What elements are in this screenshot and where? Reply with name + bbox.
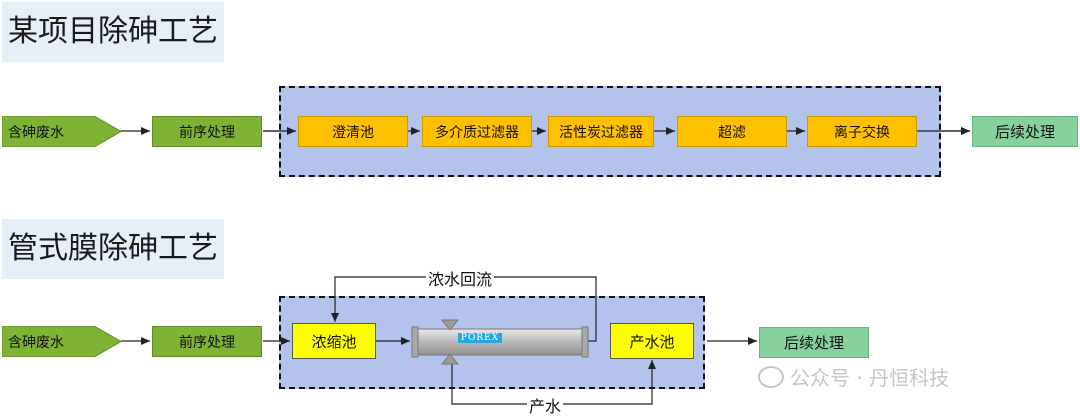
wechat-icon (758, 365, 784, 388)
input-label-2: 含砷废水 (8, 334, 64, 351)
section2-title: 管式膜除砷工艺 (2, 219, 224, 279)
input-wastewater-2: 含砷废水 (1, 325, 123, 358)
output-box-2: 后续处理 (759, 327, 869, 358)
product-water-tank: 产水池 (610, 323, 694, 359)
watermark-text: 公众号 · 丹恒科技 (790, 366, 950, 390)
input-arrow-shape-2 (1, 325, 123, 358)
recycle-line (331, 276, 597, 342)
step-clarifier: 澄清池 (298, 116, 408, 147)
input-label-1: 含砷废水 (8, 124, 64, 141)
pretreat-box-1: 前序处理 (152, 116, 262, 147)
permeate-label: 产水 (527, 393, 564, 417)
output-box-1: 后续处理 (972, 116, 1078, 147)
porex-label: POREX (458, 333, 502, 343)
concentrate-tank: 浓缩池 (292, 323, 376, 359)
pretreat-box-2: 前序处理 (152, 326, 262, 357)
step-ultrafiltration: 超滤 (677, 116, 787, 147)
recycle-label: 浓水回流 (426, 266, 495, 290)
step-multimedia-filter: 多介质过滤器 (422, 116, 532, 147)
section1-title: 某项目除砷工艺 (2, 2, 224, 62)
step-carbon-filter: 活性炭过滤器 (548, 116, 654, 147)
input-arrow-shape-1 (1, 115, 123, 148)
input-wastewater-1: 含砷废水 (1, 115, 123, 148)
step-ion-exchange: 离子交换 (807, 116, 917, 147)
watermark: 公众号 · 丹恒科技 (758, 362, 949, 391)
